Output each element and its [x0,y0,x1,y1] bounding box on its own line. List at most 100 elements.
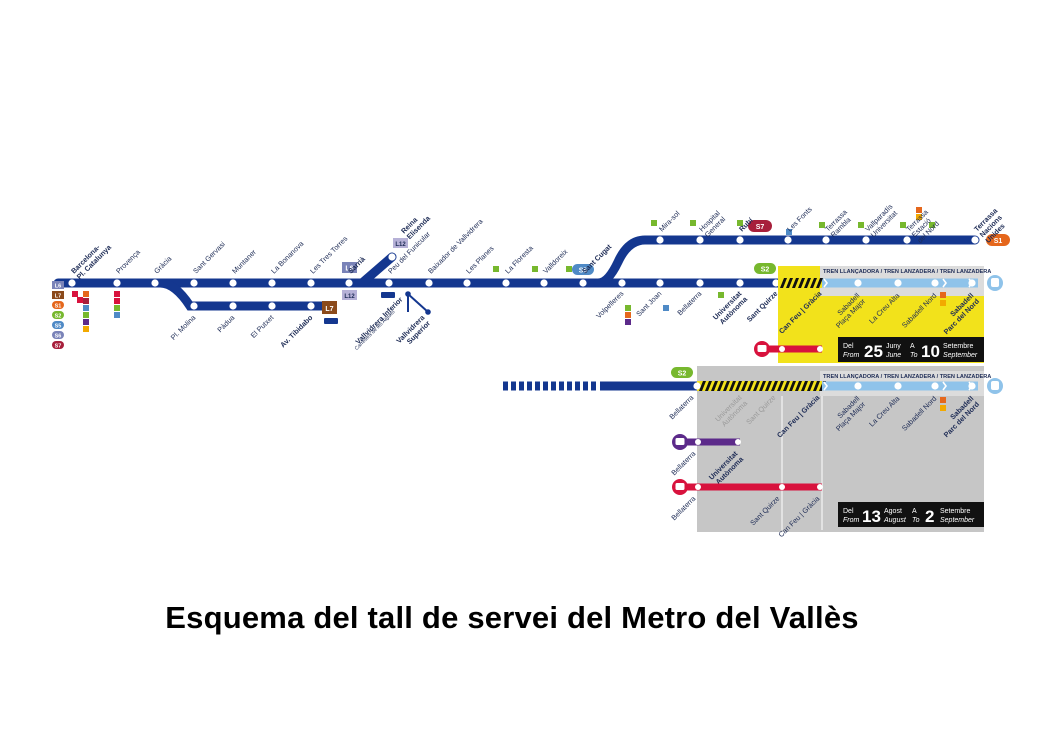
svg-text:A: A [912,508,917,515]
station-dot [345,279,353,287]
station-label: Valldoreix [541,247,570,276]
hatch-stripe [723,381,730,391]
connection-icon [114,312,120,318]
station-dot [540,279,548,287]
hatch-stripe [759,381,766,391]
closed-section-top [778,278,823,288]
connection-icon [718,292,724,298]
connection-icon [916,214,922,220]
connection-icon [83,326,89,332]
funicular-icon [381,292,395,298]
dash-segment [519,381,524,391]
badge-l12-b: L12 [393,238,408,248]
connection-icon [858,222,864,228]
station-dot [268,279,276,287]
svg-text:10: 10 [921,342,940,361]
svg-text:To: To [910,352,918,359]
station-label: Mira-sol [657,209,682,234]
svg-text:L12: L12 [395,242,406,248]
shuttle-header-top: TREN LLANÇADORA / TREN LANZADERA / TREN … [823,269,991,275]
svg-text:June: June [885,352,901,359]
hatch-stripe [810,278,817,288]
dash-segment [567,381,572,391]
svg-text:Agost: Agost [884,508,902,515]
station-dot [894,279,902,287]
bus-icon [324,318,338,324]
connection-icon [900,222,906,228]
hatch-stripe [765,381,772,391]
dash-segment [527,381,532,391]
dash-segment [503,381,508,391]
hatch-stripe [711,381,718,391]
connection-icon [83,291,89,297]
connection-icon [819,222,825,228]
chevron-icon [823,278,828,288]
station-label: Barcelona-Pl. Catalunya [69,236,114,281]
station-dot [388,253,396,261]
connection-icon [663,305,669,311]
line-badge-label: L6 [55,283,61,289]
hatch-stripe [789,381,796,391]
station-label: Pl. Molina [169,313,198,342]
bottom-main-line [503,381,978,391]
branch-station-dots [190,236,979,310]
hatch-stripe [816,278,823,288]
svg-text:A: A [910,343,915,350]
station-label: Muntaner [230,247,258,275]
badge-s5: S5 [572,264,594,275]
station-label: Les Planes [464,244,496,276]
line-badge-label: S7 [55,343,62,349]
station-dot [656,279,664,287]
diagram-caption: Esquema del tall de servei del Metro del… [0,600,1060,636]
shuttle-header-bottom: TREN LLANÇADORA / TREN LANZADERA / TREN … [823,374,991,380]
svg-text:September: September [940,517,975,524]
chevron-icon [968,278,973,288]
hatch-stripe [717,381,724,391]
badge-s1: S1 [986,234,1010,246]
svg-text:August: August [883,517,907,524]
connection-icon [786,229,792,235]
connection-icon [83,305,89,311]
station-label: UniversitatAutònoma [711,288,750,327]
station-label: Bellaterra [675,289,703,317]
svg-text:S2: S2 [761,267,770,274]
chevron-icon [942,278,947,288]
svg-text:S1: S1 [994,238,1003,245]
badge-l7: L7 [322,301,337,314]
connection-icon [940,397,946,403]
connection-icon [83,312,89,318]
connection-icon [77,297,83,303]
station-label: Les Fonts [785,204,814,233]
trunk-station-dots [68,279,780,287]
connection-icon [929,222,935,228]
station-label: La Floresta [503,244,535,276]
connection-icon [532,266,538,272]
station-label: Carretera de les Aigües [354,309,397,352]
hatch-stripe [705,381,712,391]
connection-icon [114,291,120,297]
hatch-stripe [777,381,784,391]
connection-icon [83,319,89,325]
svg-text:2: 2 [925,507,934,526]
svg-text:Del: Del [843,343,854,350]
connection-icon [690,220,696,226]
hatch-stripe [753,381,760,391]
station-dot [931,382,939,390]
station-label: Bellaterra [667,393,695,421]
station-dot [656,236,664,244]
station-dot [822,236,830,244]
station-dot [894,382,902,390]
station-label: La Bonanova [269,239,305,275]
station-label: VallparadísUniversitat [863,202,900,239]
connection-icon [114,298,120,304]
hatch-stripe [804,278,811,288]
station-dot [784,236,792,244]
connection-icon [940,292,946,298]
connection-icon [72,291,78,297]
svg-text:Del: Del [843,508,854,515]
station-dot [579,279,587,287]
station-dot [268,302,276,310]
dash-segment [543,381,548,391]
connection-icons [72,207,946,411]
hatch-stripe [792,278,799,288]
